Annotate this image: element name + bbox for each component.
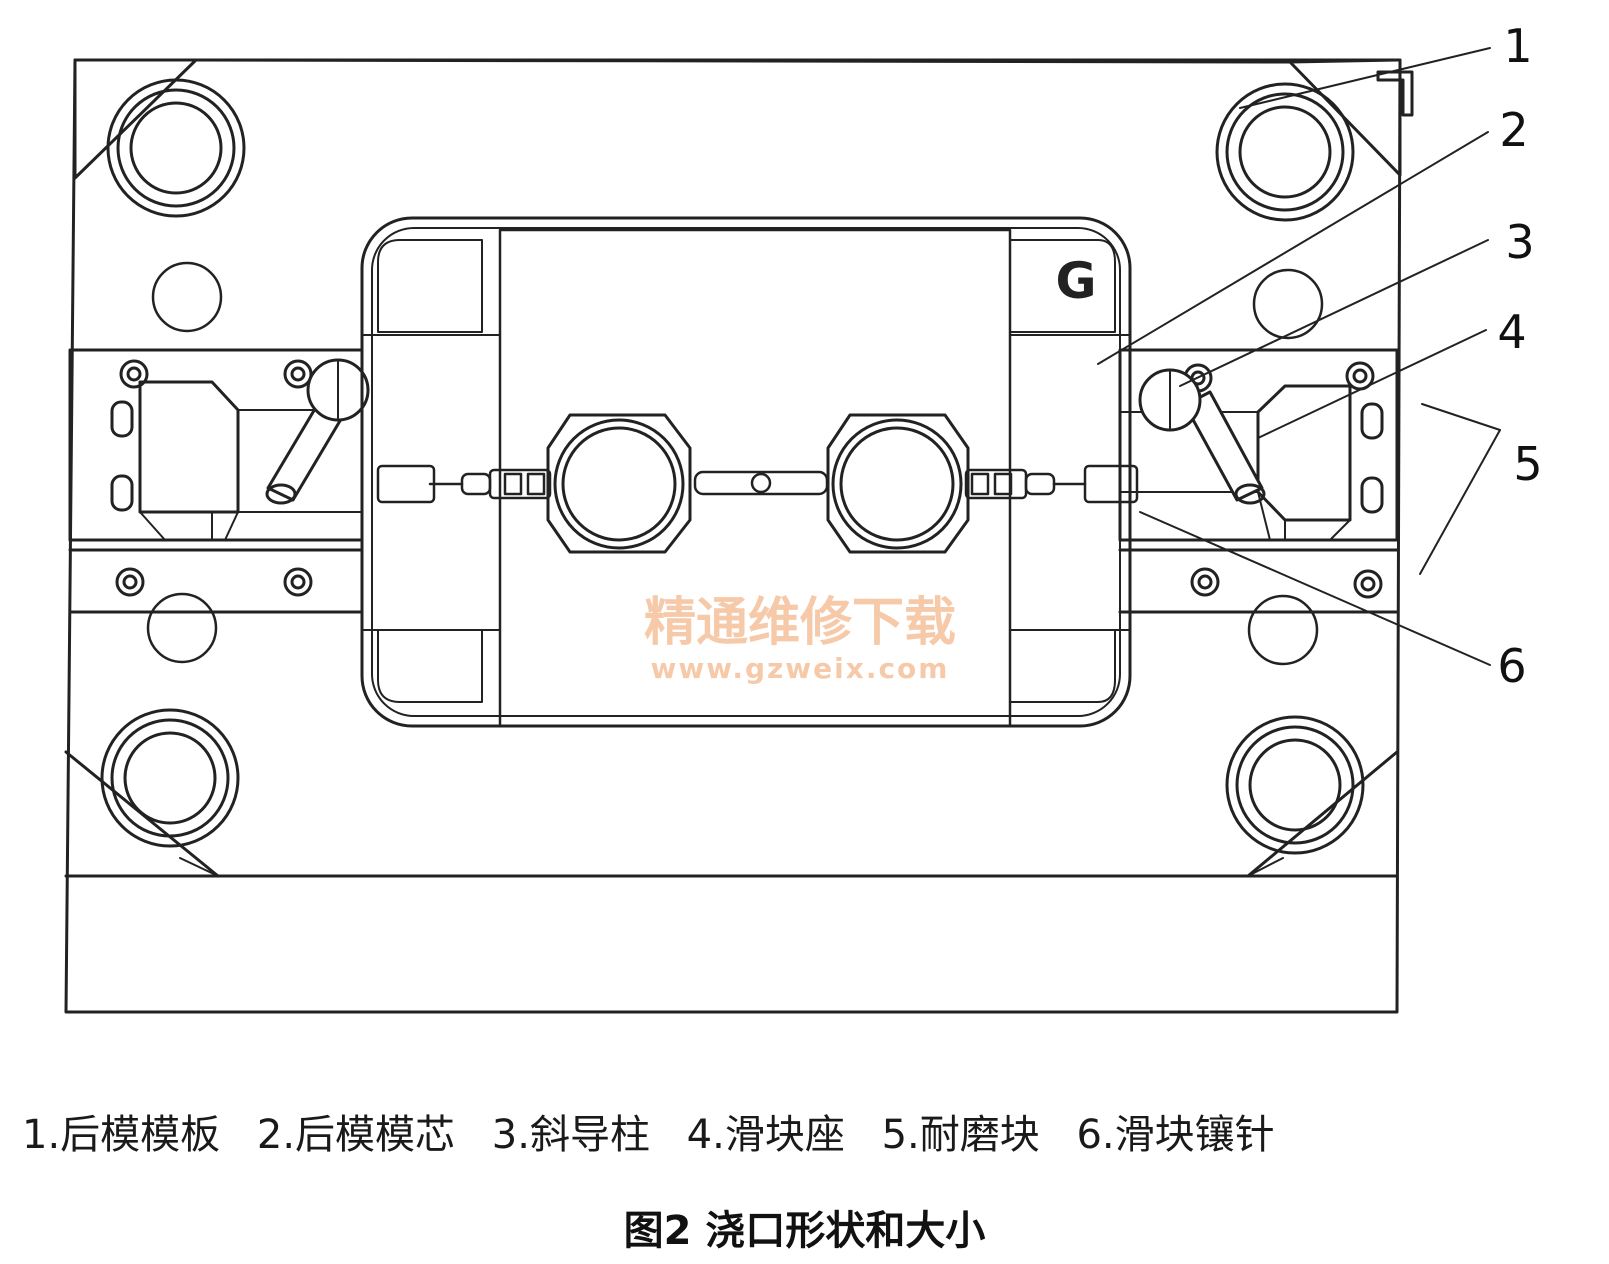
callout-4: 4 [1497,305,1526,359]
guide-bushing-top-right [1215,82,1355,222]
cavity-right [826,413,970,554]
left-slider-assembly [68,348,370,614]
legend-item: 3.斜导柱 [491,1112,650,1158]
callout-1: 1 [1503,19,1532,73]
legend-item: 6.滑块镶针 [1076,1112,1275,1158]
legend-item: 2.后模模芯 [256,1112,456,1158]
mold-diagram: G 精通维修下载 www.gzweix.com 1 2 3 4 5 6 [64,19,1543,1014]
rear-mold-plate [64,58,1402,1014]
guide-bushing-bottom-right [1225,715,1365,855]
plate-holes [146,261,1324,666]
legend-item: 4.滑块座 [686,1112,845,1158]
guide-bushing-bottom-left [100,708,240,848]
legend: 1.后模模板 2.后模模芯 3.斜导柱 4.滑块座 5.耐磨块 6.滑块镶针 [22,1102,1299,1160]
mold-mark-g: G [1055,252,1096,310]
callout-3: 3 [1505,215,1534,269]
watermark-url: www.gzweix.com [651,652,950,685]
figure-caption: 图2 浇口形状和大小 [623,1208,986,1254]
callout-2: 2 [1499,103,1528,157]
corner-mark [1376,70,1414,117]
runner-and-gates [376,464,1139,504]
leader-lines [1097,47,1501,666]
callout-5: 5 [1513,437,1542,491]
watermark-title: 精通维修下载 [644,593,956,653]
cavity-left [546,413,692,554]
right-slider-assembly [1118,348,1399,614]
legend-item: 1.后模模板 [22,1112,221,1158]
callout-6: 6 [1497,639,1526,693]
legend-item: 5.耐磨块 [881,1112,1040,1158]
guide-bushing-top-left [106,78,246,218]
